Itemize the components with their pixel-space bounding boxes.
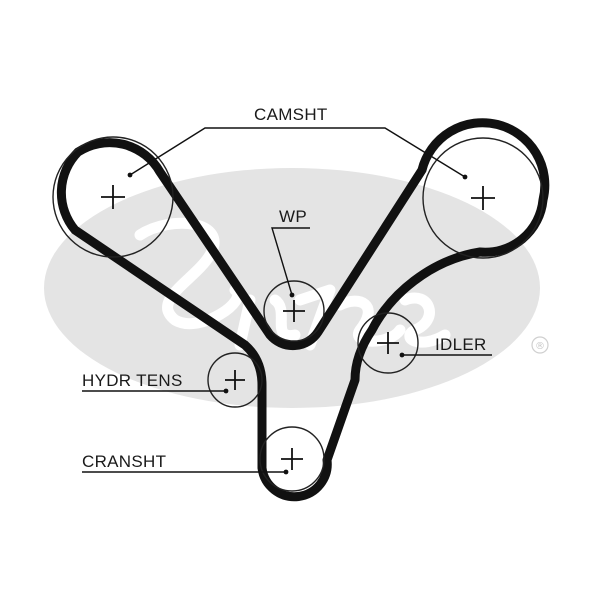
pulley-circle <box>422 137 544 259</box>
pulley-water-pump <box>263 280 325 342</box>
label-camshaft: CAMSHT <box>254 105 328 124</box>
pulley-crankshaft <box>259 426 325 492</box>
leader-camshaft <box>129 127 466 178</box>
pulley-hydraulic-tensioner <box>207 352 263 408</box>
pulley-circle <box>357 312 419 374</box>
registered-mark: ® <box>535 341 545 352</box>
label-idler: IDLER <box>435 335 487 354</box>
logo-script-mark <box>134 217 451 351</box>
pulley-circle <box>263 280 325 342</box>
pulley-idler <box>357 312 419 374</box>
pulley-camshaft-right <box>422 137 544 259</box>
label-hydraulic-tensioner: HYDR TENS <box>82 371 183 390</box>
label-crankshaft: CRANSHT <box>82 452 166 471</box>
pulley-circle <box>52 136 174 258</box>
leader-lines <box>82 127 492 475</box>
gates-logo-watermark: ® <box>44 168 549 408</box>
registered-mark-icon <box>531 336 549 354</box>
leader-water-pump <box>271 227 310 296</box>
label-water-pump: WP <box>279 207 307 226</box>
pulley-circle <box>259 426 325 492</box>
pulley-circle <box>207 352 263 408</box>
pulley-camshaft-left <box>52 136 174 258</box>
